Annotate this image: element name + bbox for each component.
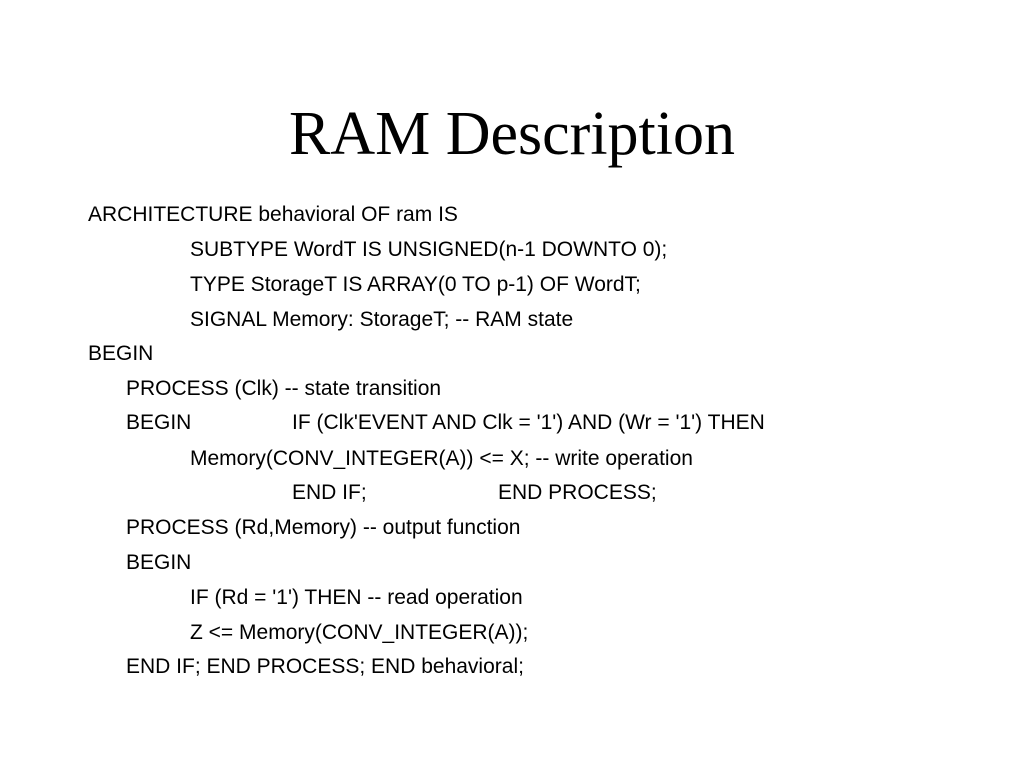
code-line-z-assign: Z <= Memory(CONV_INTEGER(A)); xyxy=(190,621,529,644)
code-line-memory-write: Memory(CONV_INTEGER(A)) <= X; -- write o… xyxy=(190,447,693,470)
code-line-begin-2: BEGIN xyxy=(126,551,192,574)
slide-title: RAM Description xyxy=(288,100,736,168)
code-line-end-behavioral: END IF; END PROCESS; END behavioral; xyxy=(126,655,524,678)
code-line-if-rd: IF (Rd = '1') THEN -- read operation xyxy=(190,586,523,609)
code-line-signal: SIGNAL Memory: StorageT; -- RAM state xyxy=(190,308,574,331)
code-line-begin: BEGIN xyxy=(88,342,154,365)
code-line-end-if: END IF; xyxy=(292,481,367,504)
code-line-architecture: ARCHITECTURE behavioral OF ram IS xyxy=(88,203,458,226)
code-line-process-clk: PROCESS (Clk) -- state transition xyxy=(126,377,442,400)
code-line-type: TYPE StorageT IS ARRAY(0 TO p-1) OF Word… xyxy=(190,273,641,296)
code-line-process-rd: PROCESS (Rd,Memory) -- output function xyxy=(126,516,521,539)
code-line-if-clk-event: IF (Clk'EVENT AND Clk = '1') AND (Wr = '… xyxy=(292,411,765,434)
code-line-end-process: END PROCESS; xyxy=(498,481,657,504)
code-line-subtype: SUBTYPE WordT IS UNSIGNED(n-1 DOWNTO 0); xyxy=(190,238,668,261)
code-line-process-begin: BEGIN xyxy=(126,411,192,434)
